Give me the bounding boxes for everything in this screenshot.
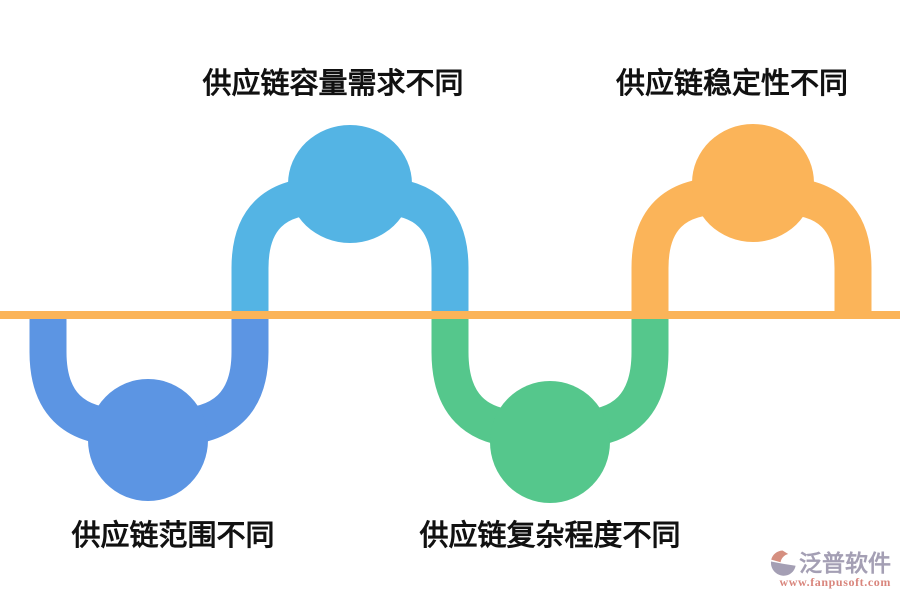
label-complexity: 供应链复杂程度不同 bbox=[419, 520, 681, 552]
label-capacity: 供应链容量需求不同 bbox=[202, 68, 464, 100]
fanpu-logo: 泛普软件 www.fanpusoft.com bbox=[769, 548, 891, 590]
baseline bbox=[0, 311, 900, 319]
node-circle-complexity bbox=[490, 381, 610, 503]
node-circle-scope bbox=[88, 379, 208, 501]
fanpu-logo-row: 泛普软件 bbox=[769, 548, 891, 578]
label-stability: 供应链稳定性不同 bbox=[615, 68, 849, 100]
fanpu-logo-text: 泛普软件 bbox=[799, 549, 891, 576]
fanpu-logo-icon bbox=[770, 550, 796, 576]
node-circle-stability bbox=[692, 124, 814, 242]
node-circle-capacity bbox=[288, 125, 412, 243]
fanpu-logo-url: www.fanpusoft.com bbox=[779, 575, 891, 589]
label-scope: 供应链范围不同 bbox=[71, 520, 275, 552]
